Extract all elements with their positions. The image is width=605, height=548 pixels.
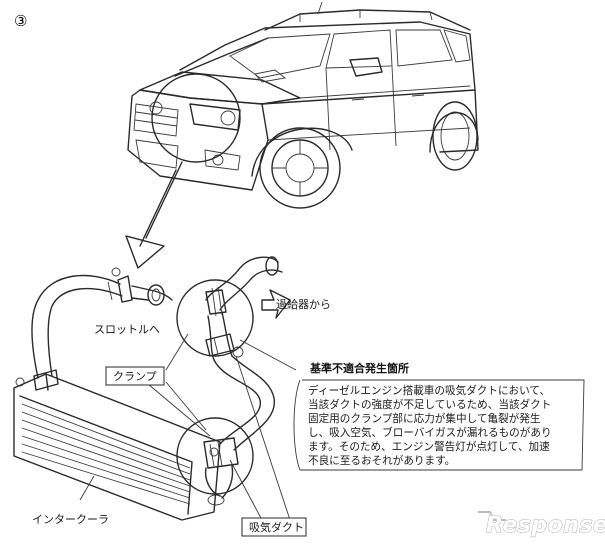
description-line: ディーゼルエンジン搭載車の吸気ダクトにおいて、 [308,384,550,397]
step-marker: ③ [14,12,27,30]
highlight-circle-engine [151,73,241,163]
description-line: 不良に至るおそれがあります。 [308,454,455,467]
defect-title: 基準不適合発生箇所 [309,361,409,375]
description-line: ます。そのため、エンジン警告灯が点灯して、加速 [308,440,550,453]
label-clamp-box [105,366,165,386]
suv-illustration [127,1,479,209]
front-wheel [259,127,341,209]
response-watermark: Response. [478,511,605,539]
label-throttle: スロットルへ [94,323,160,336]
intake-system [13,256,291,521]
leader-lines [79,333,297,521]
label-intake-duct: 吸気ダクト [249,520,304,534]
description-box [300,379,585,471]
highlight-circle-upper-clamp [176,279,254,357]
label-intercooler: インタークーラ [32,513,109,526]
description-line: 固定用のクランプ部に応力が集中して亀裂が発生 [308,412,541,425]
watermark-text: Response. [486,513,605,538]
label-intake-duct-box [241,517,307,537]
pointer-arrow [125,161,183,269]
description-line: 当該ダクトの強度が不足しているため、当該ダクト [308,398,551,411]
highlight-circle-lower-clamp [176,417,254,495]
label-clamp: クランプ [113,370,157,383]
label-turbo: 過給器から [276,297,331,311]
description-line: し、吸入空気、ブローバイガスが漏れるものがあり [308,426,552,439]
